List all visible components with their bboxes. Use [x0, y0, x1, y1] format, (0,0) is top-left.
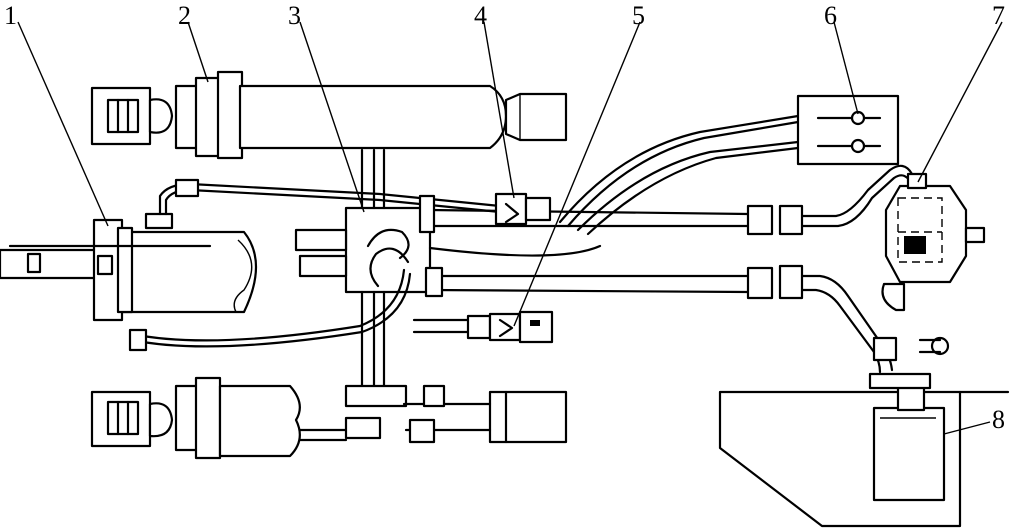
upper-cylinder: [90, 70, 568, 160]
callout-2: 2: [178, 1, 191, 30]
callout-4: 4: [474, 1, 487, 30]
line-fittings: [128, 178, 804, 444]
lower-cylinder: [90, 376, 568, 460]
callout-1: 1: [4, 1, 17, 30]
valve-5: [466, 310, 554, 344]
callout-3: 3: [288, 1, 301, 30]
leader-lines: [17, 21, 1003, 435]
main-actuator: [0, 212, 258, 322]
callouts: 1 2 3 4 5 6 7 8: [4, 1, 1005, 434]
callout-7: 7: [992, 1, 1005, 30]
callout-6: 6: [824, 1, 837, 30]
tank: [718, 372, 1010, 528]
manifold-block: [294, 148, 432, 408]
pump-7: [872, 172, 986, 362]
valve-4: [494, 192, 552, 226]
control-block-6: [796, 94, 900, 166]
callout-5: 5: [632, 1, 645, 30]
callout-8: 8: [992, 405, 1005, 434]
